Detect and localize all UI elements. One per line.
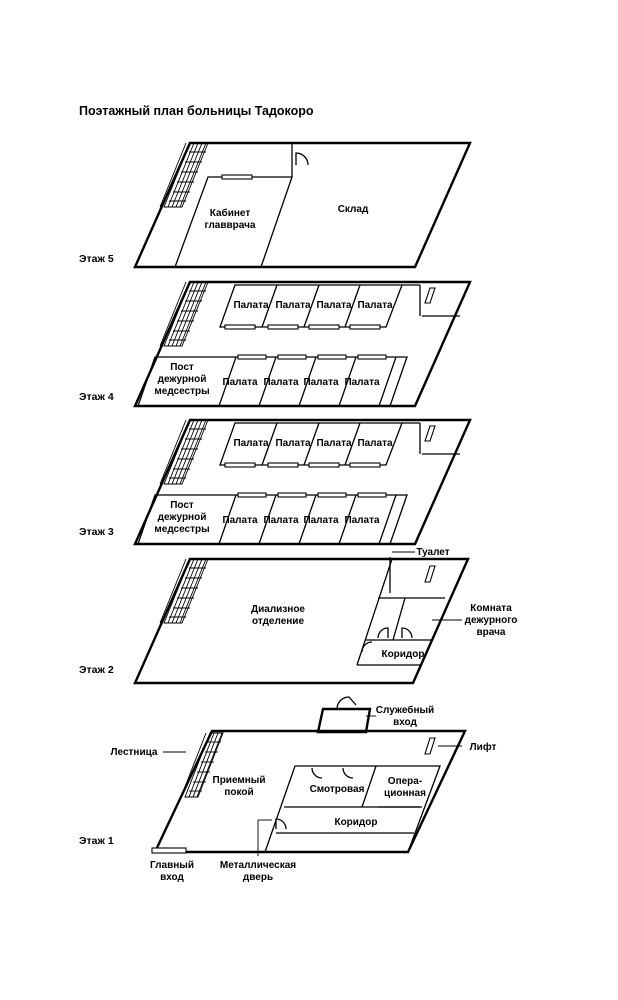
floor-4-elevator <box>424 287 436 304</box>
floor-1: Служебный вход Лестница Лифт Приемный по… <box>79 696 497 883</box>
floor-5-window <box>221 174 253 180</box>
floor-1-stairs <box>180 732 224 798</box>
ward-label: Палата <box>303 377 339 388</box>
floor-3-outline <box>133 418 472 546</box>
main-entrance-label-2: вход <box>160 872 184 883</box>
floor-3-top-wards-block <box>219 422 403 466</box>
operating-room-label-1: Опера- <box>388 776 422 787</box>
floor-1-elevator <box>424 737 436 755</box>
elevator-label: Лифт <box>470 741 497 753</box>
dialysis-label-1: Диализное <box>251 604 305 615</box>
floor-4-top-wards-block <box>219 284 403 328</box>
ward-label: Палата <box>344 377 380 388</box>
floor-3-stairs <box>159 419 209 485</box>
ward-label: Палата <box>303 515 339 526</box>
service-entrance-label-1: Служебный <box>376 704 434 716</box>
floor-2-outline <box>133 557 470 685</box>
floor-1-corridor-label: Коридор <box>334 817 377 828</box>
main-entrance-door <box>151 847 187 854</box>
stairs-label: Лестница <box>111 747 158 758</box>
metal-door-label-1: Металлическая <box>220 860 296 871</box>
operating-room-label-2: ционная <box>384 788 426 799</box>
floor-1-label: Этаж 1 <box>79 835 114 847</box>
toilet-label: Туалет <box>416 547 449 558</box>
ward-label: Палата <box>275 300 311 311</box>
nurse-station-label-3: медсестры <box>154 524 209 535</box>
floor-3-label: Этаж 3 <box>79 526 114 538</box>
floor-3-elevator <box>424 425 436 442</box>
metal-door-label-2: дверь <box>243 872 273 883</box>
service-entrance-label-2: вход <box>393 717 417 728</box>
director-office-label-1: Кабинет <box>210 207 251 219</box>
ward-label: Палата <box>344 515 380 526</box>
metal-door-swing <box>275 818 287 830</box>
floor-4: Палата Палата Палата Палата Пост дежурно… <box>79 280 472 408</box>
floor-1-inner-block <box>264 765 441 853</box>
floor-4-outline <box>133 280 472 408</box>
floor-5-label: Этаж 5 <box>79 253 114 265</box>
exam-room-label: Смотровая <box>310 784 365 795</box>
floor-4-label: Этаж 4 <box>79 391 114 403</box>
floor-2-door <box>401 627 413 639</box>
nurse-station-label-2: дежурной <box>158 512 207 523</box>
dialysis-label-2: отделение <box>252 616 305 627</box>
floor-2-stairs <box>159 558 209 624</box>
nurse-station-label-2: дежурной <box>158 374 207 385</box>
ward-label: Палата <box>233 300 269 311</box>
floor-2-corridor-label: Коридор <box>381 649 424 660</box>
floor-3: Палата Палата Палата Палата Пост дежурно… <box>79 418 472 546</box>
floor-2: Диализное отделение Туалет Комната дежур… <box>79 547 518 685</box>
main-entrance-label-1: Главный <box>150 860 194 871</box>
floor-2-door <box>361 641 373 653</box>
exam-room-door <box>311 767 323 779</box>
reception-label-1: Приемный <box>213 775 266 786</box>
reception-label-2: покой <box>224 787 253 798</box>
director-office-label-2: главврача <box>205 220 256 231</box>
ward-label: Палата <box>357 438 393 449</box>
ward-label: Палата <box>316 300 352 311</box>
doctor-room-label-1: Комната <box>470 603 512 614</box>
doctor-room-label-2: дежурного <box>465 615 518 626</box>
floor-4-stairs <box>159 281 209 347</box>
director-office-walls <box>174 176 293 268</box>
doctor-room-label-3: врача <box>477 627 506 638</box>
floor-5-outline <box>133 141 472 269</box>
ward-label: Палата <box>263 377 299 388</box>
ward-label: Палата <box>233 438 269 449</box>
nurse-station-label-1: Пост <box>170 362 194 373</box>
service-entrance-door <box>336 696 357 710</box>
ward-label: Палата <box>275 438 311 449</box>
floor-5-stairs <box>159 142 209 208</box>
ward-label: Палата <box>263 515 299 526</box>
floor-2-elevator <box>424 565 436 583</box>
ward-label: Палата <box>222 377 258 388</box>
floor-5: Кабинет главврача Склад Этаж 5 <box>79 141 472 269</box>
floor-5-door <box>295 152 309 166</box>
nurse-station-label-3: медсестры <box>154 386 209 397</box>
ward-label: Палата <box>357 300 393 311</box>
floor-2-label: Этаж 2 <box>79 664 114 676</box>
ward-label: Палата <box>316 438 352 449</box>
nurse-station-label-1: Пост <box>170 500 194 511</box>
floor-2-door <box>377 627 389 639</box>
storage-label: Склад <box>338 204 369 215</box>
exam-room-door <box>342 767 354 779</box>
plan-title: Поэтажный план больницы Тадокоро <box>79 104 314 118</box>
service-entrance-annex <box>316 707 372 734</box>
ward-label: Палата <box>222 515 258 526</box>
